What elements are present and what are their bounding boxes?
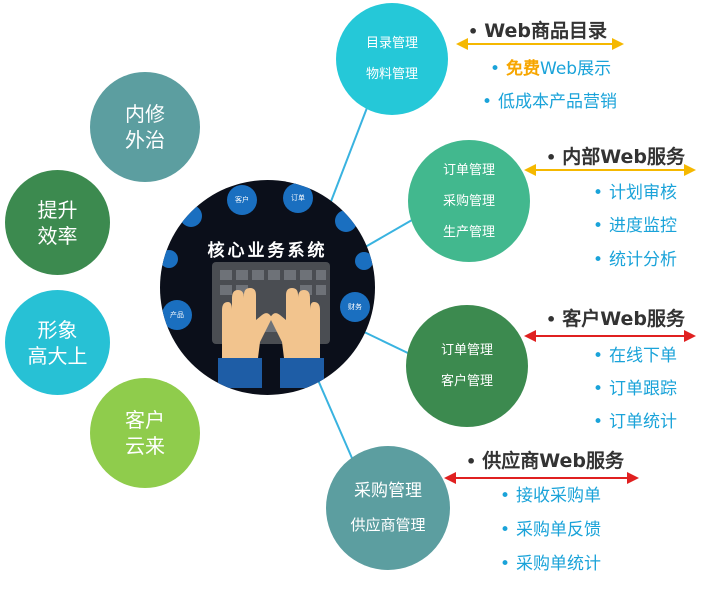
- service-heading-internal: •内部Web服务: [546, 146, 686, 168]
- orbit-dot: [180, 205, 202, 227]
- service-2-item-3: •统计分析: [593, 250, 678, 270]
- orbit-dot: [355, 252, 373, 270]
- hub-circle-catalog: 目录管理 物料管理: [336, 3, 448, 115]
- hub-3-line-1: 订单管理: [440, 343, 493, 358]
- service-4-item-2: •采购单反馈: [500, 520, 602, 540]
- keyboard-hands-illustration: [212, 262, 330, 388]
- hub-2-line-2: 采购管理: [442, 193, 495, 209]
- service-heading-supplier: •供应商Web服务: [466, 450, 625, 472]
- left-circle-3-line-1: 形象: [37, 317, 78, 342]
- left-circle-1: 内修 外治: [90, 72, 200, 182]
- hub-4-line-2: 供应商管理: [350, 516, 426, 534]
- service-heading-customer: •客户Web服务: [546, 308, 686, 330]
- orbit-dot: [335, 210, 357, 232]
- service-3-item-3: •订单统计: [593, 412, 678, 432]
- left-circle-1-line-1: 内修: [125, 102, 165, 126]
- hub-circle-customer: 订单管理 客户管理: [406, 305, 528, 427]
- orbit-label-finance: 财务: [340, 292, 370, 322]
- left-circle-4: 客户 云来: [90, 378, 200, 488]
- core-title: 核心业务系统: [207, 241, 328, 261]
- orbit-label-product: 产品: [162, 300, 192, 330]
- connector-line-4: [317, 379, 356, 466]
- left-circle-4-line-1: 客户: [125, 408, 165, 432]
- hub-2-line-1: 订单管理: [442, 162, 495, 178]
- orbit-label-customer: 客户: [227, 185, 257, 215]
- hub-circle-internal: 订单管理 采购管理 生产管理: [408, 140, 530, 262]
- left-circle-4-line-2: 云来: [125, 434, 165, 458]
- hub-1-line-2: 物料管理: [365, 67, 418, 82]
- connector-line-3: [359, 329, 413, 356]
- service-1-item-1: •免费Web展示: [490, 59, 612, 79]
- service-3-item-1: •在线下单: [593, 346, 678, 366]
- service-3-item-2: •订单跟踪: [593, 379, 678, 399]
- hub-4-line-1: 采购管理: [354, 481, 422, 501]
- left-circle-2-line-2: 效率: [37, 223, 78, 248]
- hub-1-line-1: 目录管理: [365, 36, 418, 51]
- core-system-circle: 客户 订单 产品 财务 核心业务系统: [160, 180, 375, 395]
- service-2-item-2: •进度监控: [593, 216, 678, 236]
- orbit-dot: [160, 250, 178, 268]
- left-circle-1-line-2: 外治: [125, 128, 165, 152]
- service-4-item-1: •接收采购单: [500, 486, 602, 506]
- orbit-label-order: 订单: [283, 183, 313, 213]
- service-1-item-2: •低成本产品营销: [482, 92, 618, 112]
- hub-3-line-2: 客户管理: [440, 374, 493, 389]
- hub-circle-supplier: 采购管理 供应商管理: [326, 446, 450, 570]
- service-heading-catalog: •Web商品目录: [468, 20, 608, 42]
- left-circle-2-line-1: 提升: [37, 197, 78, 222]
- left-circle-2: 提升 效率: [5, 170, 110, 275]
- connector-line-2: [359, 219, 413, 251]
- left-circle-3: 形象 高大上: [5, 290, 110, 395]
- left-circle-3-line-2: 高大上: [27, 343, 88, 368]
- service-4-item-3: •采购单统计: [500, 554, 602, 574]
- hub-2-line-3: 生产管理: [442, 224, 495, 240]
- service-2-item-1: •计划审核: [593, 183, 678, 203]
